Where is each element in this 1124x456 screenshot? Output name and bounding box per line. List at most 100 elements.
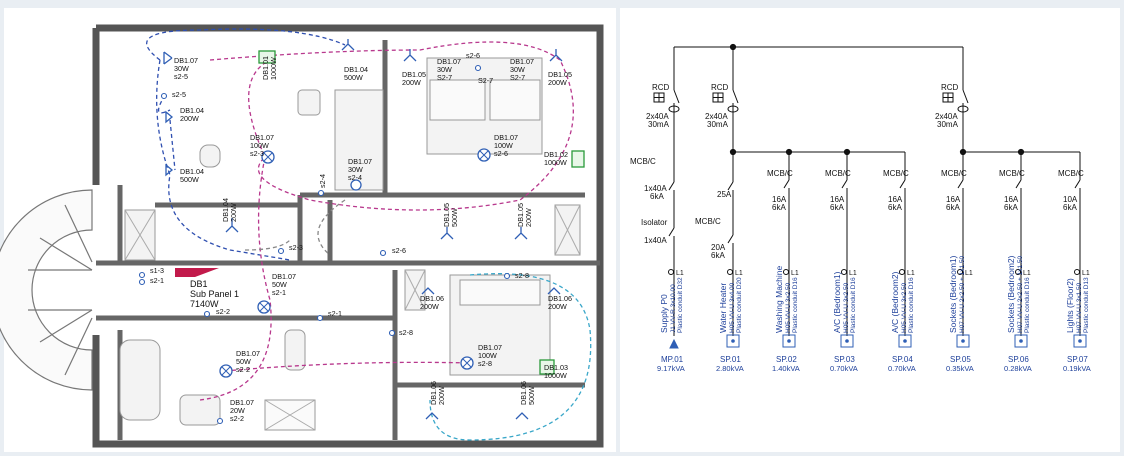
switch-icon [316,314,324,322]
feeder-conduit: Plastic conduit D32 [677,277,684,333]
supply-icon [669,338,679,349]
panel-power: 7140W [190,299,219,309]
plan-label-line: DB1.07 [272,272,296,281]
rcd-switch [732,89,739,104]
feeder-cable: J1 VV-R 3x10.00 [670,284,677,333]
interior-walls [96,40,600,440]
breaker-rating: 20A [711,243,726,252]
phase-label: L1 [849,270,857,277]
switch-icon [138,278,146,286]
plan-label-line: DB1.07 [230,398,254,407]
plan-label-line: s2-2 [230,414,244,423]
load-dot [903,339,907,343]
feeder-load: 1.40kVA [772,364,800,373]
circuit-grey [244,199,346,256]
feeder-name: Lights (Floor2) [1065,278,1075,333]
plan-label-line: 50W [236,357,251,366]
plan-label-line: s2-6 [392,246,406,255]
feeder-conduit: Plastic conduit D16 [1024,277,1031,333]
plan-label-line: DB1.07 [174,56,198,65]
plan-label-line: 500W [344,73,363,82]
rcd-rating: 2x40A [646,112,669,121]
feeder-load: 2.80kVA [716,364,744,373]
feeder-load: 0.35kVA [946,364,974,373]
panel-name: DB1 [190,279,208,289]
plan-label-line: 500W [450,208,459,227]
light-icon [350,179,362,191]
load-icon [1014,334,1028,348]
feeder-cable: H05 VV-U 3x2.50 [901,282,908,333]
plan-label-line: DB1.06 [519,381,528,405]
rcd-label: RCD [652,83,670,92]
feeder-id: SP.02 [776,355,797,364]
plan-label-line: DB1.03 [544,363,568,372]
plan-label-line: s2-3 [250,149,264,158]
phase-label: L1 [1023,270,1031,277]
plan-label-line: 200W [548,302,567,311]
plan-label: s2-8 [515,271,529,280]
plan-label-line: s2-3 [289,243,303,252]
panel-symbol [175,268,219,277]
plan-label-line: 200W [548,78,567,87]
feeder-cable: H07 VV-U 2x2.50 + 1x1.50 [1017,255,1024,333]
feeder-cable: H05 VV-U 3x2.50 [785,282,792,333]
plan-label-line: DB1.04 [180,167,204,176]
rcd-test-icon [653,92,665,103]
breaker-rating: 16A [830,195,845,204]
plan-label-line: 1000W [544,371,567,380]
panel-sub: Sub Panel 1 [190,289,239,299]
plan-label-line: s2-2 [236,365,250,374]
load-dot [845,339,849,343]
breaker-icon [841,179,848,189]
breaker-rating: 16A [888,195,903,204]
breaker-type: MCB/C [767,169,793,178]
feeder-load: 0.19kVA [1063,364,1091,373]
plan-label-line: s2-6 [494,149,508,158]
breaker-capacity: 6kA [1004,203,1018,212]
plan-label-line: s2-6 [466,51,480,60]
rcd-sensitivity: 30mA [937,120,959,129]
switch-icon [388,329,396,337]
phase-label: L1 [735,270,743,277]
breaker-rating: 16A [772,195,787,204]
plan-label-line: 200W [420,302,439,311]
plan-label: s2-3 [289,243,303,252]
feeder-name: Water Heater [718,283,728,333]
feeder-conduit: Plastic conduit D16 [792,277,799,333]
plan-label-line: DB1.06 [420,294,444,303]
plan-label-line: 200W [402,78,421,87]
phase-label: L1 [676,270,684,277]
rcd-test-icon [712,92,724,103]
feeder-id: MP.01 [661,355,684,364]
load-icon [726,334,740,348]
breaker-icon [899,179,906,189]
plan-label-line: 100W [494,141,513,150]
isolator-rating: 1x40A [644,236,667,245]
load-icon [782,334,796,348]
switch-icon [277,247,285,255]
breaker-type: MCB/C [941,169,967,178]
phase-marker [727,269,733,275]
isolator-label: Isolator [641,218,668,227]
bus-node [729,43,737,51]
plan-label-line: s2-8 [399,328,413,337]
plan-label-line: DB1.01 [261,56,270,80]
plan-label: s2-6 [466,51,480,60]
load-dot [1019,339,1023,343]
breaker-icon [727,234,734,244]
bus-node [959,148,967,156]
breaker-rating: 10A [1063,195,1078,204]
phase-label: L1 [1082,270,1090,277]
rcd-switch [962,89,969,104]
feeder-id: SP.06 [1008,355,1029,364]
phase-marker [899,269,905,275]
